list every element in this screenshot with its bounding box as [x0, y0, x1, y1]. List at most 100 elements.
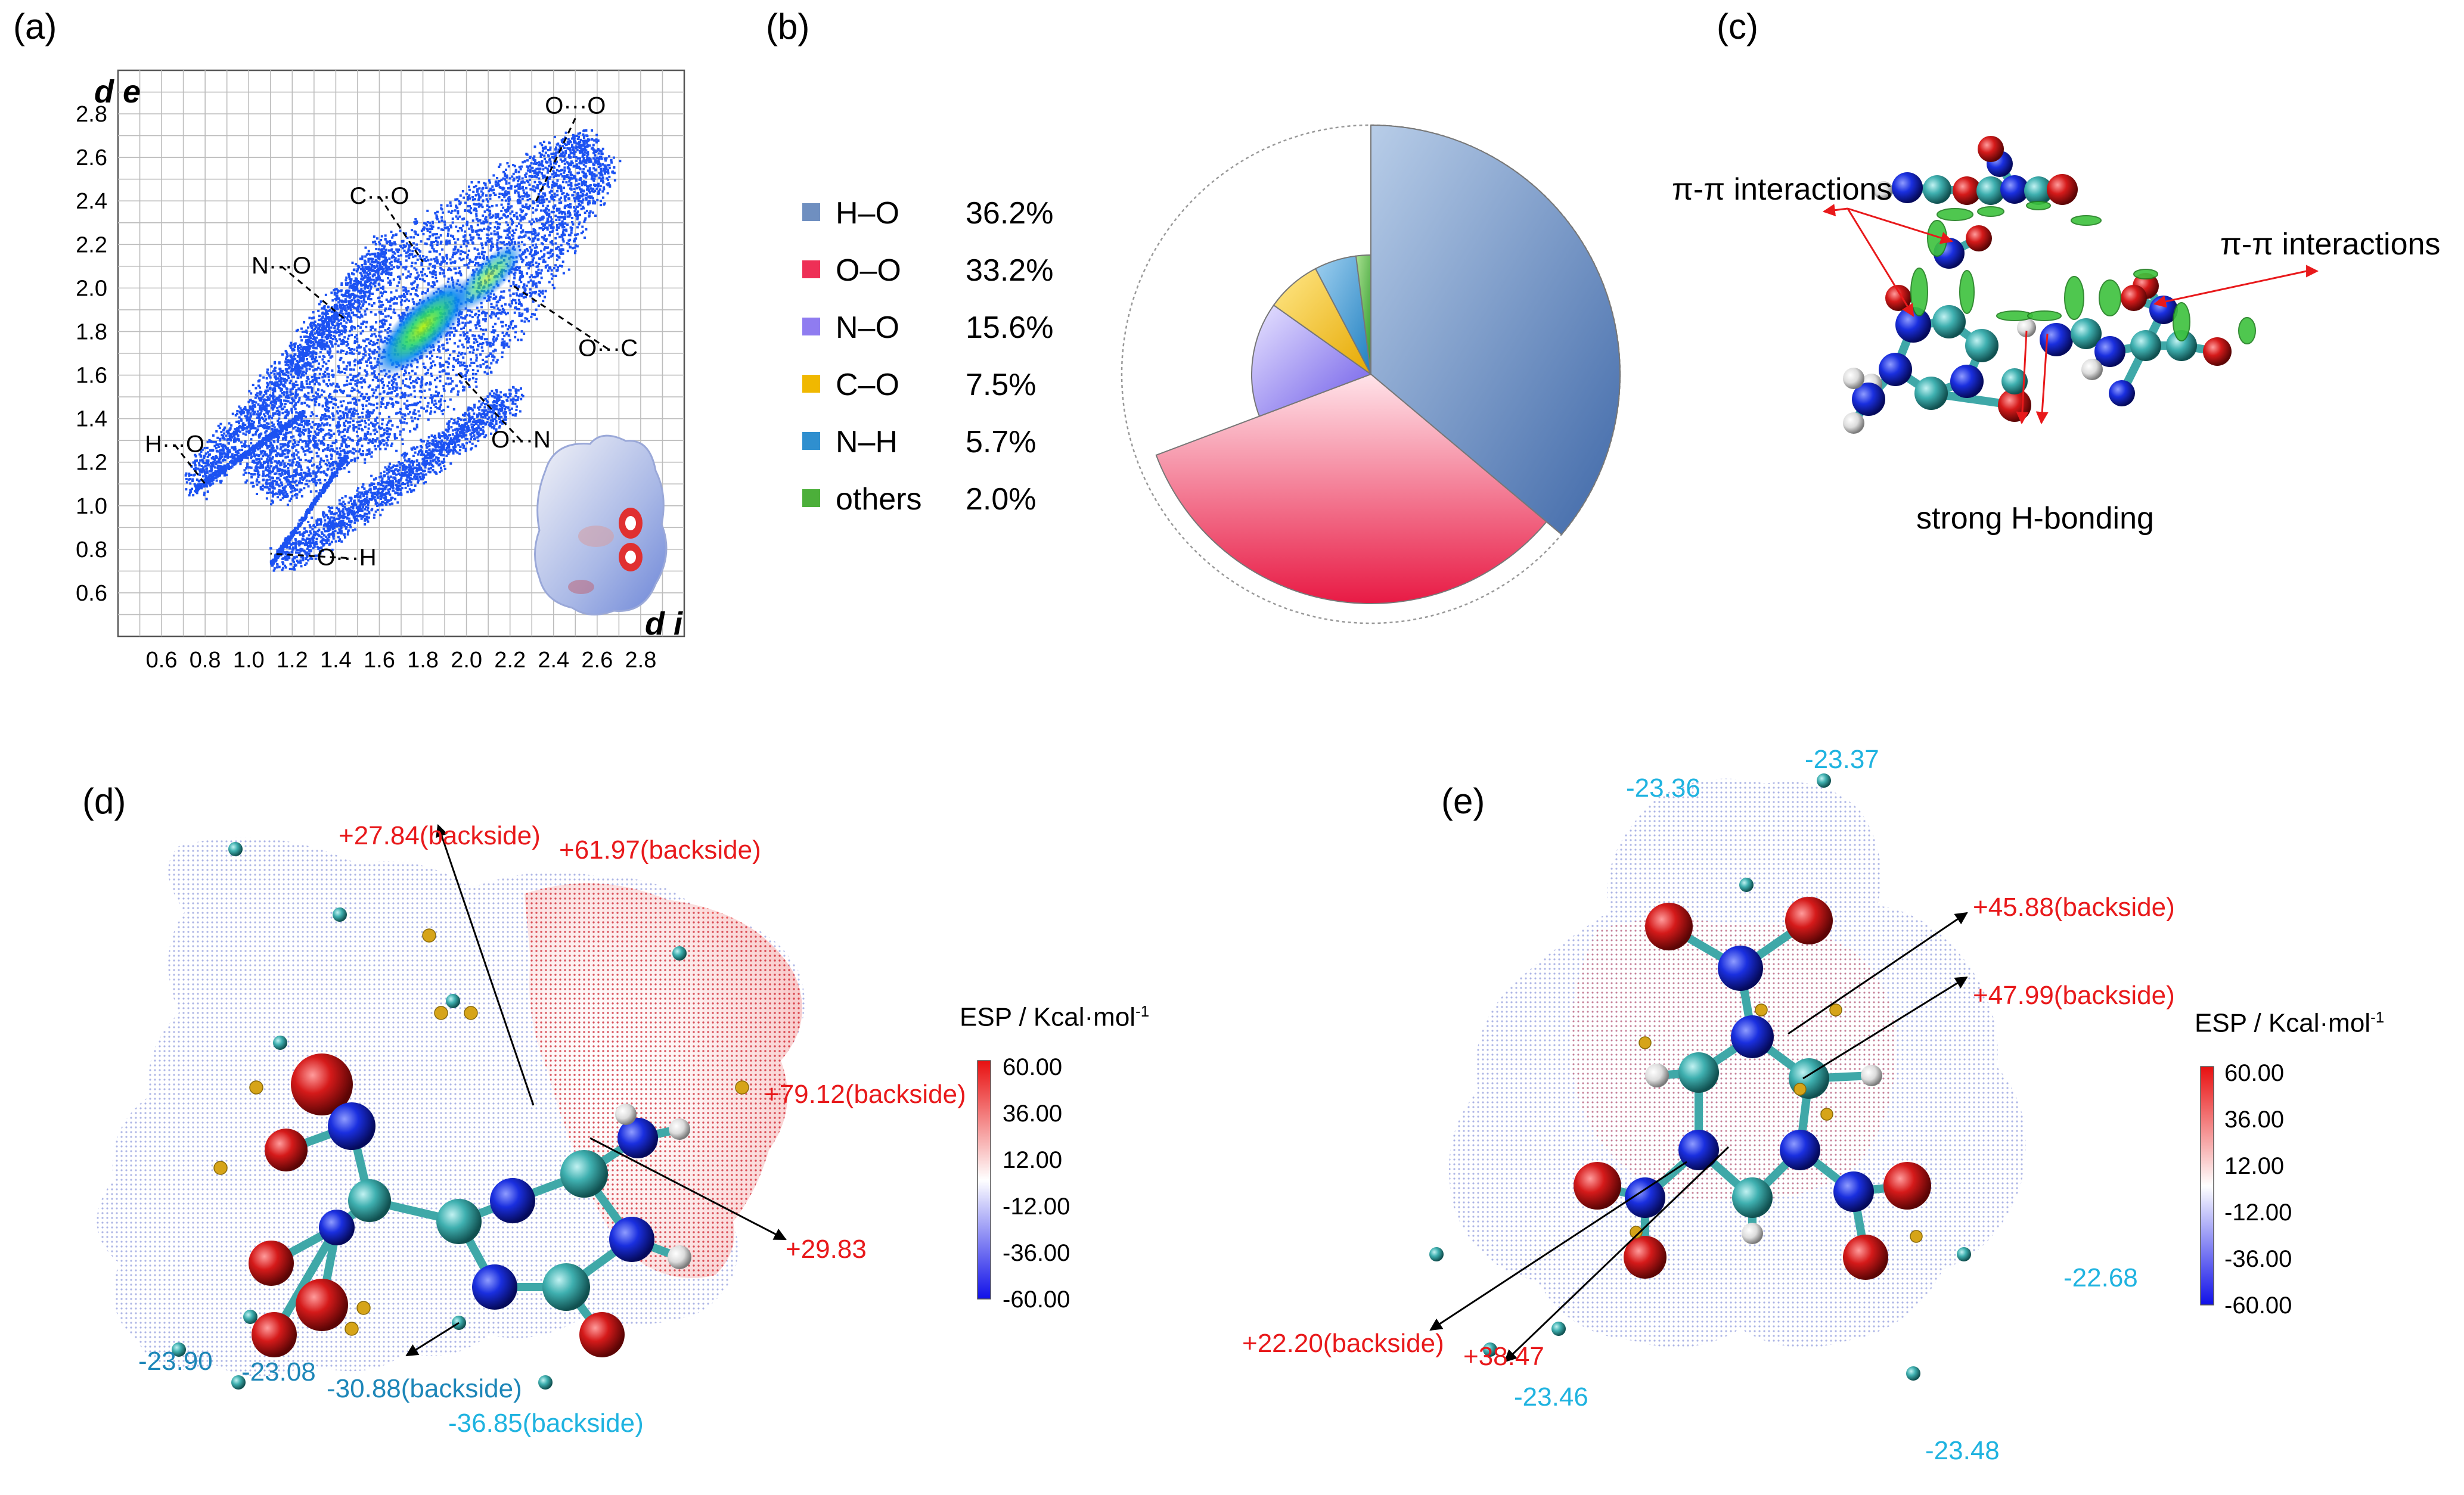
colorbar-tick-label: -36.00	[2224, 1246, 2292, 1272]
atom	[1932, 305, 1966, 338]
atom	[1843, 412, 1864, 434]
legend-swatch	[802, 432, 820, 450]
y-tick-label: 2.2	[76, 232, 107, 257]
atom	[609, 1217, 654, 1262]
atom	[669, 1118, 690, 1140]
y-tick-label: 1.4	[76, 407, 107, 432]
esp-e-colorbar	[2201, 1067, 2214, 1305]
esp-d-colorbar-title-sup: -1	[1135, 1002, 1149, 1020]
esp-d-label-neg-2: -23.08	[241, 1357, 316, 1387]
atom	[1574, 1162, 1621, 1210]
atom	[615, 1104, 637, 1125]
atom	[1879, 353, 1912, 386]
x-tick-label: 1.8	[407, 648, 439, 673]
legend-value: 7.5%	[966, 368, 1037, 402]
atom	[1731, 1015, 1774, 1058]
colorbar-tick-label: -60.00	[2224, 1292, 2292, 1319]
fingerprint-annotation: O···O	[545, 92, 606, 119]
colorbar-tick-label: 60.00	[1003, 1054, 1062, 1080]
nci-molecules	[1843, 136, 2255, 434]
esp-e-label-pos-3: +22.20(backside)	[1242, 1329, 1444, 1359]
atom	[2203, 337, 2232, 366]
x-tick-label: 0.6	[146, 648, 178, 673]
atom	[1645, 903, 1693, 950]
legend-name: H–O	[836, 196, 899, 231]
atom	[1843, 1235, 1888, 1280]
x-tick-label: 1.2	[277, 648, 308, 673]
y-tick-label: 1.0	[76, 494, 107, 519]
h-bonding-label: strong H-bonding	[1916, 501, 2154, 536]
atom	[1950, 365, 1984, 398]
atom	[2081, 359, 2103, 380]
panel-label-c: (c)	[1717, 6, 1758, 47]
esp-d-surface	[97, 837, 805, 1376]
esp-d-label-neg-3: -30.88(backside)	[327, 1374, 522, 1404]
x-tick-label: 2.0	[451, 648, 482, 673]
legend-value: 2.0%	[966, 482, 1037, 517]
esp-e-label-pos-1: +45.88(backside)	[1973, 893, 2175, 922]
legend-swatch	[802, 375, 820, 393]
esp-d-label-pos-2: +61.97(backside)	[559, 835, 761, 865]
atom	[252, 1312, 297, 1357]
colorbar-tick-label: 12.00	[1003, 1147, 1062, 1173]
pie-slices	[1156, 125, 1620, 604]
esp-e-label-neg-2: -23.37	[1805, 745, 1879, 775]
atom	[668, 1245, 691, 1269]
y-tick-label: 0.8	[76, 537, 107, 562]
atom	[1923, 175, 1951, 204]
colorbar-tick-label: -36.00	[1003, 1240, 1070, 1266]
esp-d-label-neg-1: -23.90	[138, 1347, 213, 1376]
esp-d-label-pos-4: +29.83	[786, 1235, 867, 1264]
atom	[2040, 323, 2073, 356]
legend-name: N–H	[836, 425, 898, 459]
atom	[1718, 946, 1763, 991]
esp-e-label-neg-5: -23.48	[1925, 1436, 2000, 1466]
esp-e-colorbar-title-sup: -1	[2370, 1008, 2384, 1026]
atom	[1678, 1052, 1719, 1093]
fingerprint-annotation: O···H	[317, 544, 377, 570]
colorbar-tick-label: 36.00	[1003, 1101, 1062, 1127]
atom	[1742, 1223, 1763, 1244]
atom	[1780, 1130, 1820, 1170]
atom	[265, 1129, 308, 1171]
x-axis-label: d i	[645, 606, 683, 642]
nci-panel: π-π interactions π-π interactions strong…	[1657, 119, 2464, 572]
atom	[348, 1179, 391, 1222]
colorbar-tick-label: 60.00	[2224, 1060, 2284, 1086]
fingerprint-annotation: O···C	[578, 335, 638, 362]
legend-name: O–O	[836, 253, 901, 288]
atom	[319, 1210, 355, 1245]
legend-swatch	[802, 489, 820, 507]
pi-pi-label-right: π-π interactions	[2220, 226, 2440, 262]
esp-d-label-neg-4: -36.85(backside)	[448, 1409, 644, 1438]
atom	[1732, 1177, 1773, 1218]
atom	[2130, 330, 2161, 361]
y-axis-label: d e	[94, 74, 141, 110]
y-tick-label: 1.2	[76, 450, 107, 475]
atom	[1645, 1064, 1669, 1087]
legend-swatch	[802, 318, 820, 335]
colorbar-tick-label: -12.00	[1003, 1193, 1070, 1220]
atom	[1883, 1162, 1931, 1210]
y-tick-label: 2.0	[76, 276, 107, 301]
pi-pi-label-left: π-π interactions	[1672, 172, 1892, 207]
y-tick-label: 1.6	[76, 363, 107, 388]
esp-e-label-pos-4: +38.47	[1463, 1342, 1544, 1372]
atom	[1966, 225, 1992, 251]
atom	[328, 1102, 376, 1150]
esp-e-label-pos-2: +47.99(backside)	[1973, 981, 2175, 1011]
x-tick-label: 2.2	[494, 648, 526, 673]
esp-d-label-pos-1: +27.84(backside)	[339, 821, 541, 851]
hirshfeld-surface-inset	[535, 436, 667, 614]
atom	[1965, 329, 1998, 362]
fingerprint-annotation: C···O	[349, 183, 409, 209]
atom	[1843, 368, 1864, 389]
atom	[490, 1178, 535, 1223]
atom	[2047, 174, 2078, 205]
esp-e-colorbar-title: ESP / Kcal·mol-1	[2195, 1008, 2384, 1039]
x-tick-label: 2.8	[625, 648, 657, 673]
